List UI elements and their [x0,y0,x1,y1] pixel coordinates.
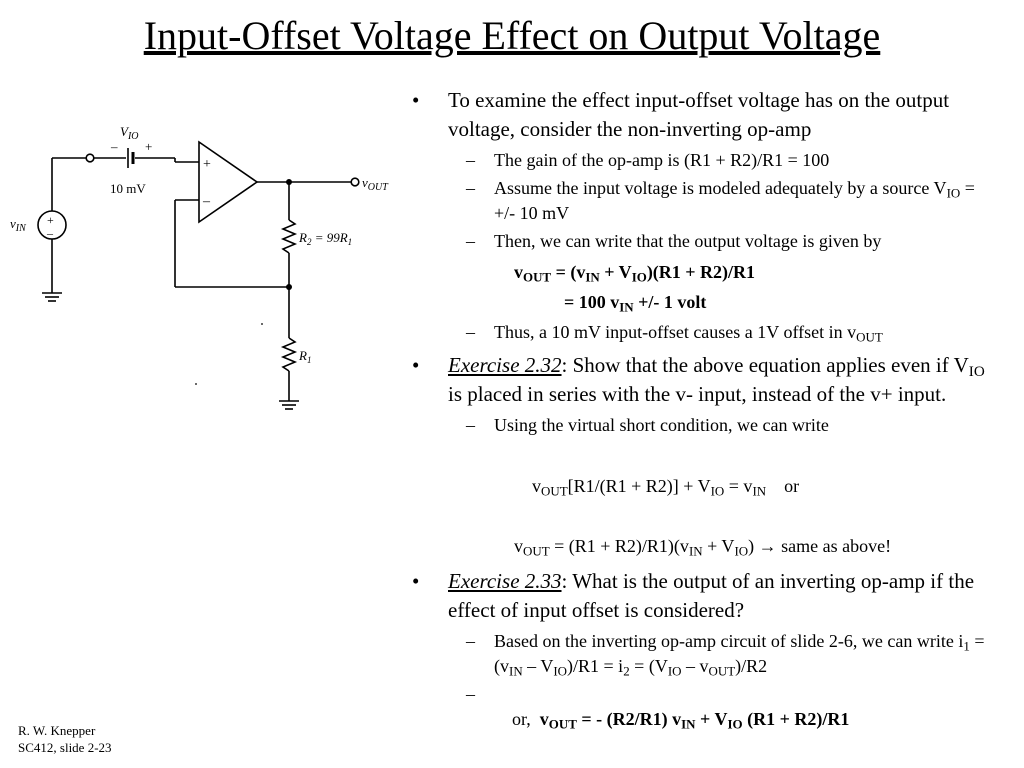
resistor-r1 [280,337,298,372]
vout-label: vOUT [362,175,389,193]
speck-1 [261,323,263,325]
r2-label: R2 = 99R1 [298,230,352,247]
bullet-dot: • [412,569,420,593]
equation-virtual-short-2: vOUT = (R1 + R2)/R1)(vIN + VIO) → same a… [514,536,892,559]
sub-bullet-or: –or, vOUT = - (R2/R1) vIN + VIO (R1 + R2… [466,684,850,732]
exercise-232-label: Exercise 2.32 [448,353,562,377]
opamp-minus-sign: – [202,194,211,209]
sub-bullet-inverting: – Based on the inverting op-amp circuit … [466,631,985,679]
battery-minus-sign: – [110,139,118,154]
source-plus: + [47,213,54,227]
vio-value: 10 mV [110,181,146,196]
bullet-dot: • [412,353,420,377]
vin-label: vIN [10,216,27,234]
slide-footer: R. W. Knepper SC412, slide 2-23 [18,722,112,756]
node-output [286,179,292,185]
exercise-233-label: Exercise 2.33 [448,569,562,593]
sub-bullet-virtual-short: – Using the virtual short condition, we … [466,415,829,435]
resistor-r2 [280,219,298,254]
battery-plus-sign: + [145,139,152,154]
opamp-plus-sign: + [203,157,211,172]
slide-title: Input-Offset Voltage Effect on Output Vo… [143,13,881,58]
equation-vout: vOUT = (vIN + VIO)(R1 + R2)/R1 [514,262,756,285]
opamp-circuit-diagram: VIO – + 10 mV + – vIN + – vOUT R2 = 99R1… [0,110,400,430]
node-feedback [286,284,292,290]
circuit-svg: VIO – + 10 mV + – vIN + – vOUT R2 = 99R1… [10,124,389,410]
footer-author: R. W. Knepper [18,723,96,738]
speck-2 [195,383,197,385]
slide-content: • To examine the effect input-offset vol… [412,86,998,760]
r1-label: R1 [298,348,311,365]
sub-bullet-gain: – The gain of the op-amp is (R1 + R2)/R1… [466,150,830,170]
vio-label: VIO [120,124,139,142]
bullet-dot: • [412,88,420,112]
equation-virtual-short-1: vOUT[R1/(R1 + R2)] + VIO = vIN or [532,476,800,499]
right-arrow-icon: → [758,536,777,556]
equation-result: = 100 vIN +/- 1 volt [564,292,707,315]
source-minus: – [46,226,54,240]
sub-bullet-source: – Assume the input voltage is modeled ad… [466,178,975,223]
bullet-exercise-232: • Exercise 2.32: Show that the above equ… [412,353,985,406]
sub-bullet-then: – Then, we can write that the output vol… [466,231,882,251]
bullet-examine: • To examine the effect input-offset vol… [412,88,950,141]
output-terminal [350,177,360,187]
bullet-exercise-233: • Exercise 2.33: What is the output of a… [412,569,975,622]
opamp-triangle [198,140,259,224]
input-terminal [85,153,95,163]
sub-bullet-thus: – Thus, a 10 mV input-offset causes a 1V… [466,322,883,345]
footer-slide-number: SC412, slide 2-23 [18,740,112,755]
